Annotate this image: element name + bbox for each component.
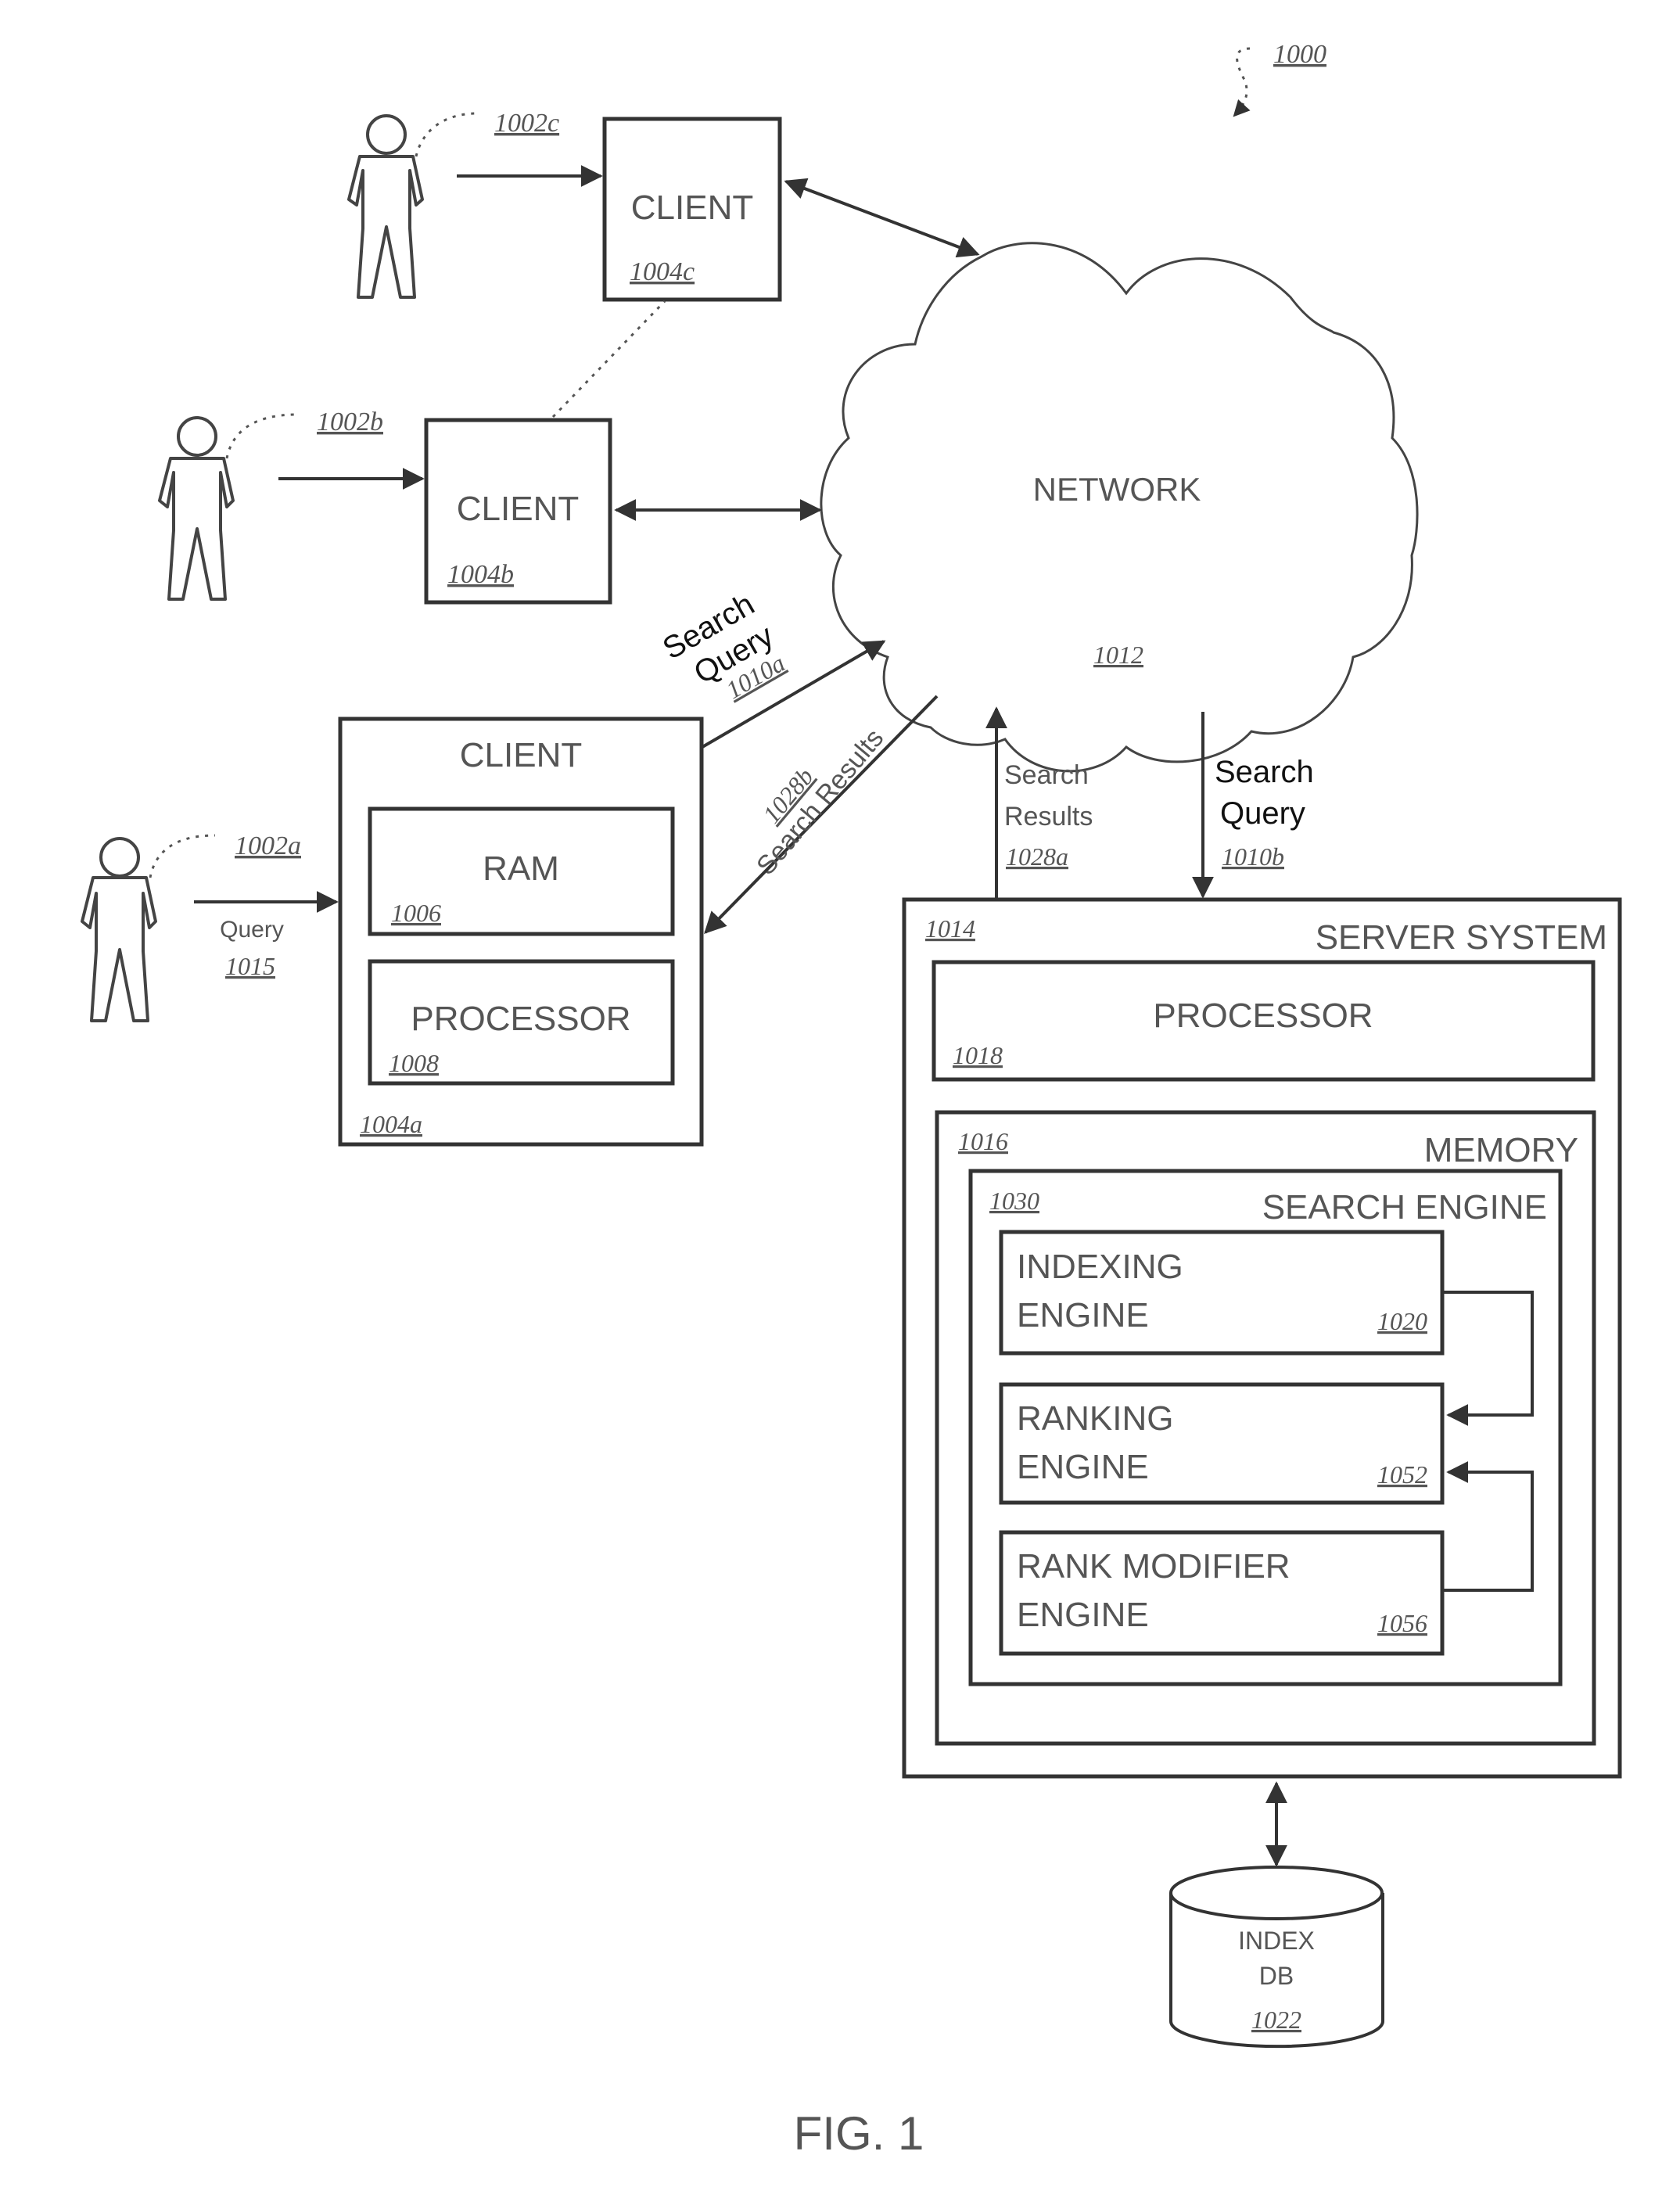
- user-b: 1002b: [158, 408, 425, 601]
- processor-ref: 1008: [389, 1049, 439, 1077]
- user-ref-label: 1002c: [494, 109, 559, 138]
- memory-label: MEMORY: [1424, 1131, 1578, 1169]
- index-db-ref: 1022: [1251, 2006, 1301, 2034]
- user-ref-leader: [415, 112, 478, 157]
- client-ref: 1004a: [360, 1110, 422, 1138]
- person-icon: [158, 416, 235, 601]
- engine-ref: 1020: [1377, 1307, 1427, 1335]
- engine-box: [999, 1230, 1445, 1356]
- user-a: 1002a Query 1015: [81, 831, 339, 1022]
- client-c: CLIENT 1004c: [602, 117, 782, 302]
- network-cloud: NETWORK 1012: [820, 242, 1419, 773]
- cylinder-top: [1169, 1866, 1384, 1920]
- cylinder-body: [1169, 1893, 1384, 2049]
- user-ref-label: 1002a: [235, 831, 301, 860]
- engine-label-line1: INDEXING: [1017, 1248, 1183, 1286]
- query-ref: 1015: [225, 952, 275, 980]
- network-ref: 1012: [1093, 641, 1143, 669]
- ram-label: RAM: [483, 849, 559, 888]
- client-ref: 1004b: [447, 560, 514, 589]
- search-results-label-line2: Results: [1004, 802, 1093, 831]
- client-box: [602, 117, 782, 302]
- search-results-label-line1: Search: [1004, 760, 1089, 790]
- search-query-label-line1: Search: [1215, 755, 1314, 789]
- user-ref-label: 1002b: [317, 408, 383, 436]
- ram-box: [368, 806, 675, 936]
- search-engine-label: SEARCH ENGINE: [1262, 1188, 1547, 1226]
- user-c: 1002c: [347, 109, 603, 299]
- index-db-label-line1: INDEX: [1238, 1927, 1315, 1955]
- search-results-1028a: Search Results 1028a: [985, 706, 1093, 900]
- engine-label-line2: ENGINE: [1017, 1296, 1149, 1334]
- client-a: CLIENT RAM 1006 PROCESSOR 1008 1004a: [338, 717, 704, 1147]
- person-icon: [347, 114, 424, 299]
- client-box: [424, 418, 612, 605]
- figure-ref: 1000: [1233, 40, 1326, 117]
- client-c-network-arrow: [784, 178, 980, 258]
- search-query-arrow: [701, 640, 886, 749]
- search-results-arrow: [704, 695, 939, 934]
- server-label: SERVER SYSTEM: [1316, 918, 1607, 957]
- network-label: NETWORK: [1033, 471, 1201, 508]
- figure-ref-leader: [1233, 47, 1251, 117]
- user-ref-leader: [225, 413, 298, 459]
- client-b: CLIENT 1004b: [424, 418, 612, 605]
- index-db: INDEX DB 1022: [1169, 1866, 1384, 2049]
- server-system: 1014 SERVER SYSTEM PROCESSOR 1018 1016 M…: [902, 897, 1622, 1779]
- ranking-engine: RANKING ENGINE 1052: [999, 1382, 1445, 1505]
- engine-label-line2: ENGINE: [1017, 1448, 1149, 1486]
- figure-ref-label: 1000: [1273, 40, 1326, 69]
- client-label: CLIENT: [460, 736, 582, 774]
- engine-label-line1: RANK MODIFIER: [1017, 1547, 1291, 1586]
- processor-box: [368, 959, 675, 1086]
- engine-ref: 1056: [1377, 1609, 1427, 1637]
- indexing-to-ranking-connector: [1444, 1291, 1534, 1426]
- ram-ref: 1006: [391, 899, 441, 927]
- modifier-to-ranking-connector: [1444, 1461, 1534, 1592]
- person-icon: [81, 837, 157, 1022]
- engine-box: [999, 1382, 1445, 1505]
- search-query-ref: 1010b: [1222, 842, 1284, 871]
- processor-label: PROCESSOR: [411, 1000, 630, 1038]
- engine-label-line2: ENGINE: [1017, 1596, 1149, 1634]
- engine-label-line1: RANKING: [1017, 1399, 1173, 1438]
- search-query-label-line2: Query: [1220, 796, 1305, 831]
- server-processor-box: [932, 960, 1596, 1082]
- engine-box: [999, 1530, 1445, 1656]
- index-db-label-line2: DB: [1259, 1962, 1294, 1990]
- indexing-engine: INDEXING ENGINE 1020: [999, 1230, 1445, 1356]
- client-label: CLIENT: [457, 490, 579, 528]
- server-processor-label: PROCESSOR: [1153, 997, 1373, 1035]
- search-results-1028b: 1028b Search Results: [704, 695, 939, 934]
- client-ref: 1004c: [630, 257, 695, 286]
- engine-ref: 1052: [1377, 1460, 1427, 1489]
- figure-caption: FIG. 1: [794, 2107, 924, 2160]
- cloud-outline: [820, 242, 1419, 773]
- search-results-ref: 1028a: [1006, 842, 1068, 871]
- client-link-dotted: [551, 300, 666, 418]
- memory-ref: 1016: [958, 1127, 1008, 1155]
- search-query-1010b: Search Query 1010b: [1192, 712, 1314, 899]
- server-ref: 1014: [925, 914, 975, 943]
- server-processor-ref: 1018: [953, 1041, 1003, 1069]
- client-label: CLIENT: [631, 189, 753, 227]
- user-ref-leader: [149, 834, 216, 878]
- search-engine-ref: 1030: [989, 1187, 1039, 1215]
- rank-modifier-engine: RANK MODIFIER ENGINE 1056: [999, 1530, 1445, 1656]
- query-label: Query: [220, 917, 284, 943]
